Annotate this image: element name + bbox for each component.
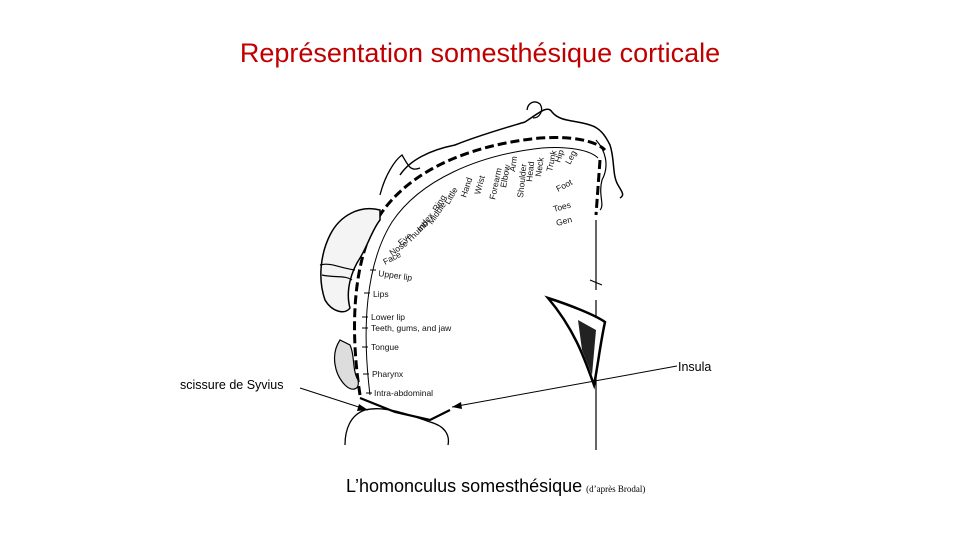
cortex-arc xyxy=(353,136,607,396)
homunculus-head xyxy=(526,101,543,119)
part-wrist: Wrist xyxy=(472,174,487,196)
part-hand: Hand xyxy=(458,176,474,199)
caption-main: L’homonculus somesthésique xyxy=(346,476,583,496)
part-pharynx: Pharynx xyxy=(372,369,404,379)
cortex-bottom xyxy=(344,408,450,446)
part-trunk: Trunk xyxy=(544,149,558,173)
homunculus-lips xyxy=(319,263,356,281)
part-head: Head xyxy=(524,161,536,183)
cortex-inner-arc xyxy=(365,147,599,396)
part-lips: Lips xyxy=(373,289,389,299)
homunculus-leg xyxy=(595,139,607,211)
part-elbow: Elbow xyxy=(498,163,512,188)
sylvius-label: scissure de Syvius xyxy=(180,378,284,392)
part-arm: Arm xyxy=(507,155,519,172)
homunculus-body xyxy=(399,108,624,199)
part-lower-lip: Lower lip xyxy=(371,312,405,322)
part-teeth-gums-jaw: Teeth, gums, and jaw xyxy=(371,323,452,333)
insula-label: Insula xyxy=(678,360,712,374)
homunculus-face xyxy=(320,208,381,313)
part-foot: Foot xyxy=(554,177,574,194)
slide-title: Représentation somesthésique corticale xyxy=(239,38,721,68)
part-intra-abdominal: Intra-abdominal xyxy=(374,388,433,398)
arc-labels: Little Ring Middle Index Thumb Eye Nose … xyxy=(381,148,578,267)
caption-source: (d’après Brodal) xyxy=(586,484,646,494)
homunculus-tongue xyxy=(333,339,359,390)
caption: L’homonculus somesthésique(d’après Broda… xyxy=(346,476,645,497)
part-toes: Toes xyxy=(552,200,572,214)
midline xyxy=(594,159,602,216)
part-shoulder: Shoulder xyxy=(515,163,529,198)
part-hip: Hip xyxy=(552,148,566,163)
part-leg: Leg xyxy=(563,148,579,165)
sylvius-arrowhead xyxy=(357,404,368,411)
homunculus-arm xyxy=(379,154,421,196)
insula-fill xyxy=(578,320,596,375)
part-gen: Gen xyxy=(555,214,573,228)
insula-arrow xyxy=(451,365,678,408)
insula-arrowhead xyxy=(452,402,462,409)
part-upper-lip: Upper lip xyxy=(378,268,413,283)
lower-labels: Upper lip Lips Lower lip Teeth, gums, an… xyxy=(362,268,452,398)
cortex-floor xyxy=(359,396,451,422)
part-tongue: Tongue xyxy=(371,342,399,352)
sylvius-arrow xyxy=(299,387,369,411)
part-neck: Neck xyxy=(533,156,546,177)
